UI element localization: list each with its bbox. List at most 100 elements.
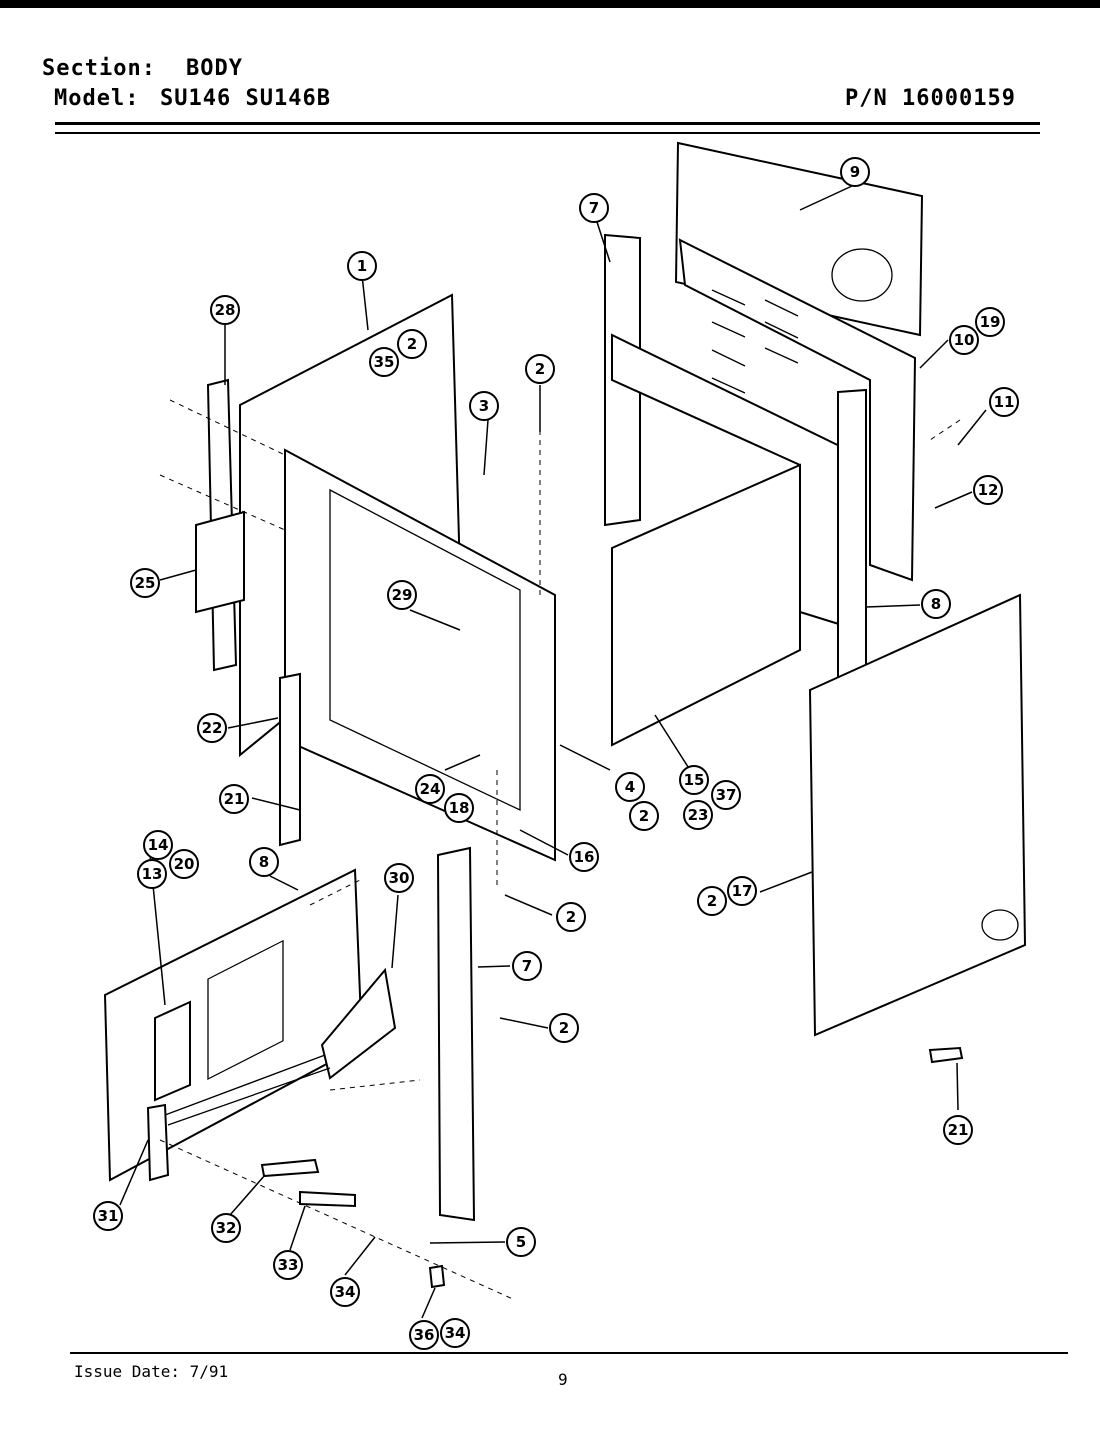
callout-5: 5 (506, 1227, 536, 1257)
svg-text:32: 32 (216, 1219, 237, 1237)
svg-text:19: 19 (980, 313, 1001, 331)
footer-rule (70, 1352, 1068, 1354)
part-8-rear-post (837, 388, 867, 690)
svg-text:8: 8 (259, 853, 269, 871)
svg-text:3: 3 (479, 397, 489, 415)
svg-text:21: 21 (224, 790, 245, 808)
callout-30: 30 (384, 863, 414, 893)
svg-text:31: 31 (98, 1207, 119, 1225)
top-border (0, 0, 1100, 8)
callout-22: 22 (197, 713, 227, 743)
svg-text:18: 18 (449, 799, 470, 817)
rear-panel-slots (711, 289, 799, 394)
callout-35: 35 (369, 347, 399, 377)
callout-14: 14 (143, 830, 173, 860)
svg-text:21: 21 (948, 1121, 969, 1139)
callout-2: 2 (697, 886, 727, 916)
callout-12: 12 (973, 475, 1003, 505)
callout-32: 32 (211, 1213, 241, 1243)
part-30-bracket (320, 967, 397, 1080)
svg-text:11: 11 (994, 393, 1015, 411)
rail (164, 1054, 331, 1126)
callout-8: 8 (921, 589, 951, 619)
part-31-bracket (146, 1103, 170, 1182)
callout-21: 21 (219, 784, 249, 814)
callout-34: 34 (330, 1277, 360, 1307)
callout-28: 28 (210, 295, 240, 325)
callout-23: 23 (683, 800, 713, 830)
control-window (207, 939, 284, 1080)
svg-text:16: 16 (574, 848, 595, 866)
callout-37: 37 (711, 780, 741, 810)
part-36-clip (428, 1264, 446, 1289)
part-number: P/N 16000159 (845, 86, 1016, 111)
assembly-lines (159, 399, 961, 1301)
svg-text:33: 33 (278, 1256, 299, 1274)
svg-text:36: 36 (414, 1326, 435, 1344)
svg-text:22: 22 (202, 719, 223, 737)
svg-text:14: 14 (148, 836, 169, 854)
svg-text:4: 4 (625, 778, 635, 796)
part-8-control-panel (103, 868, 364, 1182)
svg-text:15: 15 (684, 771, 705, 789)
svg-text:2: 2 (407, 335, 417, 353)
svg-text:5: 5 (516, 1233, 526, 1251)
header-rule-bottom (55, 132, 1040, 134)
part-22-bracket (279, 672, 301, 847)
part-7-upright-front (436, 846, 476, 1222)
svg-text:24: 24 (420, 780, 441, 798)
callout-18: 18 (444, 793, 474, 823)
callouts: 1 2 35 3 2 7 9 10 19 11 12 28 25 29 8 22… (93, 157, 1019, 1350)
part-32-strip (260, 1158, 320, 1178)
callout-3: 3 (469, 391, 499, 421)
callout-2: 2 (525, 354, 555, 384)
part-33-clip (299, 1190, 356, 1208)
svg-text:2: 2 (707, 892, 717, 910)
callout-33: 33 (273, 1250, 303, 1280)
callout-2: 2 (397, 329, 427, 359)
svg-text:2: 2 (559, 1019, 569, 1037)
svg-text:20: 20 (174, 855, 195, 873)
callout-17: 17 (727, 876, 757, 906)
callout-4: 4 (615, 772, 645, 802)
front-frame-opening (329, 488, 521, 812)
svg-text:7: 7 (522, 957, 532, 975)
svg-text:12: 12 (978, 481, 999, 499)
callout-10: 10 (949, 325, 979, 355)
section-value: BODY (186, 56, 243, 81)
side-panel-hole (981, 909, 1019, 941)
page-number: 9 (558, 1370, 568, 1389)
svg-text:35: 35 (374, 353, 395, 371)
part-15-side (611, 463, 801, 747)
svg-text:25: 25 (135, 574, 156, 592)
svg-text:2: 2 (566, 908, 576, 926)
svg-text:34: 34 (335, 1283, 356, 1301)
callout-34: 34 (440, 1318, 470, 1348)
vent-hole (831, 248, 893, 302)
svg-text:10: 10 (954, 331, 975, 349)
part-25-box (195, 510, 245, 614)
svg-text:7: 7 (589, 199, 599, 217)
svg-text:2: 2 (535, 360, 545, 378)
callout-2: 2 (549, 1013, 579, 1043)
part-4-front-frame (284, 448, 556, 862)
callout-36: 36 (409, 1320, 439, 1350)
svg-text:29: 29 (392, 586, 413, 604)
part-10-rear-panel (678, 238, 917, 582)
callout-24: 24 (415, 774, 445, 804)
callout-8: 8 (249, 847, 279, 877)
svg-text:8: 8 (931, 595, 941, 613)
svg-text:9: 9 (850, 163, 860, 181)
svg-text:30: 30 (389, 869, 410, 887)
callout-15: 15 (679, 765, 709, 795)
model-label: Model: (54, 86, 140, 111)
svg-text:28: 28 (215, 301, 236, 319)
callout-13: 13 (137, 859, 167, 889)
callout-2: 2 (629, 801, 659, 831)
callout-31: 31 (93, 1201, 123, 1231)
callout-21: 21 (943, 1115, 973, 1145)
callout-9: 9 (840, 157, 870, 187)
svg-text:13: 13 (142, 865, 163, 883)
part-21-foot-right (928, 1046, 964, 1064)
